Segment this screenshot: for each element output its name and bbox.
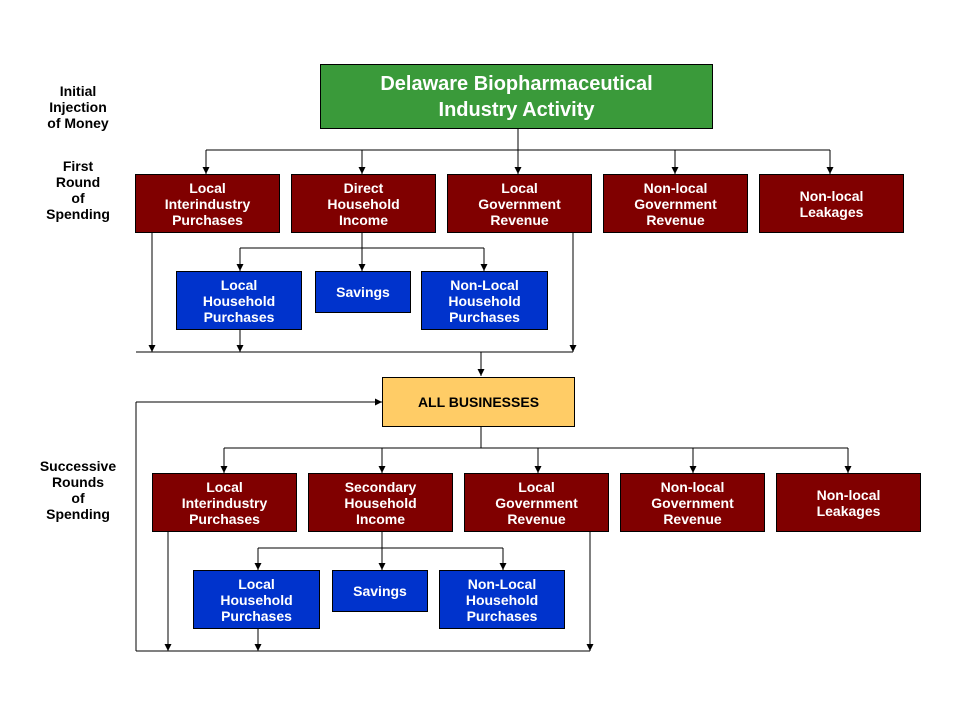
successive-savings-label: Savings (353, 583, 407, 599)
first-nonlocal-government-box: Non-local Government Revenue (603, 174, 748, 233)
stage-label-successive-rounds: Successive Rounds of Spending (39, 458, 117, 522)
successive-household-income-label: Secondary Household Income (344, 478, 417, 527)
successive-local-interindustry-label: Local Interindustry Purchases (181, 478, 268, 527)
first-local-government-label: Local Government Revenue (478, 179, 561, 228)
first-nonlocal-government-label: Non-local Government Revenue (634, 179, 717, 228)
first-nonlocal-leakages-box: Non-local Leakages (759, 174, 904, 233)
stage-label-first-round: First Round of Spending (46, 158, 110, 222)
first-savings-label: Savings (336, 284, 390, 300)
successive-local-government-box: Local Government Revenue (464, 473, 609, 532)
successive-household-income-box: Secondary Household Income (308, 473, 453, 532)
industry-activity-box: Delaware Biopharmaceutical Industry Acti… (320, 64, 713, 129)
first-nonlocal-leakages-label: Non-local Leakages (799, 187, 864, 220)
successive-nonlocal-household-purchases-label: Non-Local Household Purchases (465, 575, 539, 624)
successive-local-government-label: Local Government Revenue (495, 478, 578, 527)
successive-nonlocal-household-purchases-box: Non-Local Household Purchases (439, 570, 565, 629)
successive-savings-box: Savings (332, 570, 428, 612)
first-local-household-purchases-label: Local Household Purchases (202, 276, 276, 325)
first-nonlocal-household-purchases-label: Non-Local Household Purchases (448, 276, 521, 325)
successive-local-household-purchases-box: Local Household Purchases (193, 570, 320, 629)
successive-local-interindustry-box: Local Interindustry Purchases (152, 473, 297, 532)
successive-local-household-purchases-label: Local Household Purchases (220, 575, 293, 624)
all-businesses-box: ALL BUSINESSES (382, 377, 575, 427)
successive-nonlocal-government-label: Non-local Government Revenue (651, 478, 734, 527)
all-businesses-label: ALL BUSINESSES (417, 394, 540, 410)
first-savings-box: Savings (315, 271, 411, 313)
first-local-government-box: Local Government Revenue (447, 174, 592, 233)
successive-nonlocal-government-box: Non-local Government Revenue (620, 473, 765, 532)
successive-nonlocal-leakages-box: Non-local Leakages (776, 473, 921, 532)
industry-activity-label: Delaware Biopharmaceutical Industry Acti… (380, 72, 653, 121)
first-local-interindustry-box: Local Interindustry Purchases (135, 174, 280, 233)
first-local-household-purchases-box: Local Household Purchases (176, 271, 302, 330)
first-household-income-box: Direct Household Income (291, 174, 436, 233)
stage-label-initial: Initial Injection of Money (47, 83, 109, 131)
first-local-interindustry-label: Local Interindustry Purchases (164, 179, 251, 228)
first-nonlocal-household-purchases-box: Non-Local Household Purchases (421, 271, 548, 330)
first-household-income-label: Direct Household Income (327, 179, 400, 228)
successive-nonlocal-leakages-label: Non-local Leakages (816, 486, 881, 519)
